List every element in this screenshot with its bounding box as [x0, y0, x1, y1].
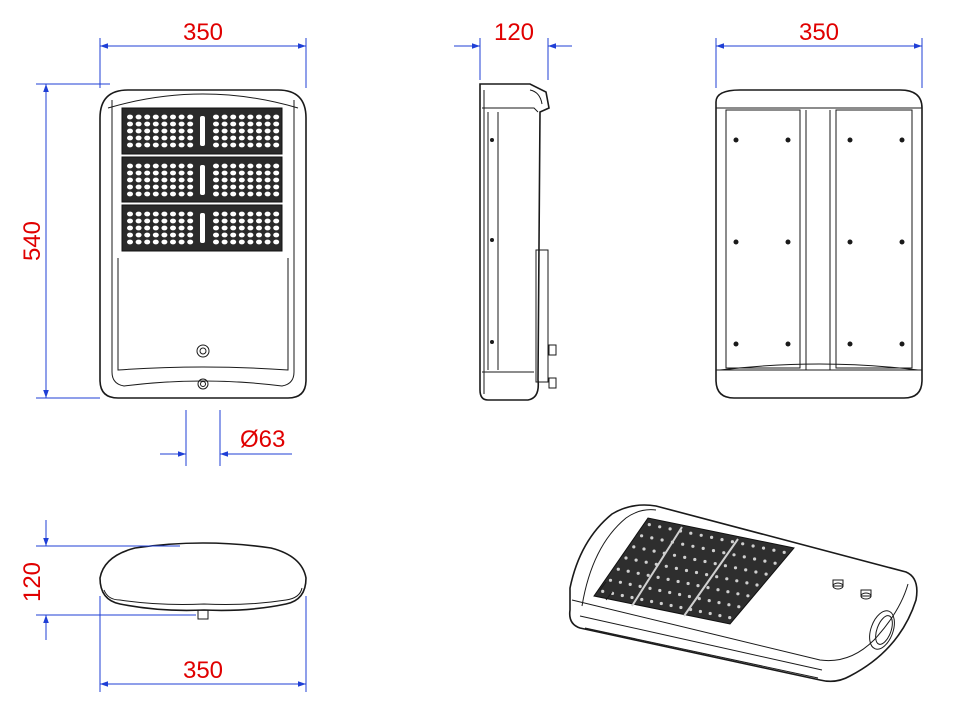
bottom-view	[99, 542, 307, 620]
dimension-label-side-depth: 120	[494, 19, 534, 46]
dimension-hole-diameter: Ø63	[160, 410, 292, 466]
isometric-view	[568, 504, 918, 683]
side-view	[479, 83, 557, 401]
dimension-front-height: 540	[19, 83, 110, 399]
led-array	[127, 114, 280, 245]
dimension-label-front-height: 540	[19, 221, 46, 261]
front-view	[99, 89, 307, 399]
dimension-side-depth: 120	[454, 19, 572, 80]
dimension-bottom-height: 120	[19, 520, 196, 640]
iso-led-array	[601, 523, 786, 620]
dimension-back-width: 350	[715, 19, 923, 88]
dimension-front-width: 350	[99, 19, 307, 88]
dimension-label-hole-diameter: Ø63	[240, 426, 285, 453]
front-hole-lower	[197, 378, 209, 390]
dimension-bottom-width: 350	[99, 596, 307, 692]
dimension-label-bottom-width: 350	[183, 657, 223, 684]
dimension-label-back-width: 350	[799, 19, 839, 46]
front-hole-upper	[196, 344, 210, 358]
dimension-label-bottom-height: 120	[19, 562, 46, 602]
dimension-label-front-width: 350	[183, 19, 223, 46]
back-view	[715, 89, 923, 399]
